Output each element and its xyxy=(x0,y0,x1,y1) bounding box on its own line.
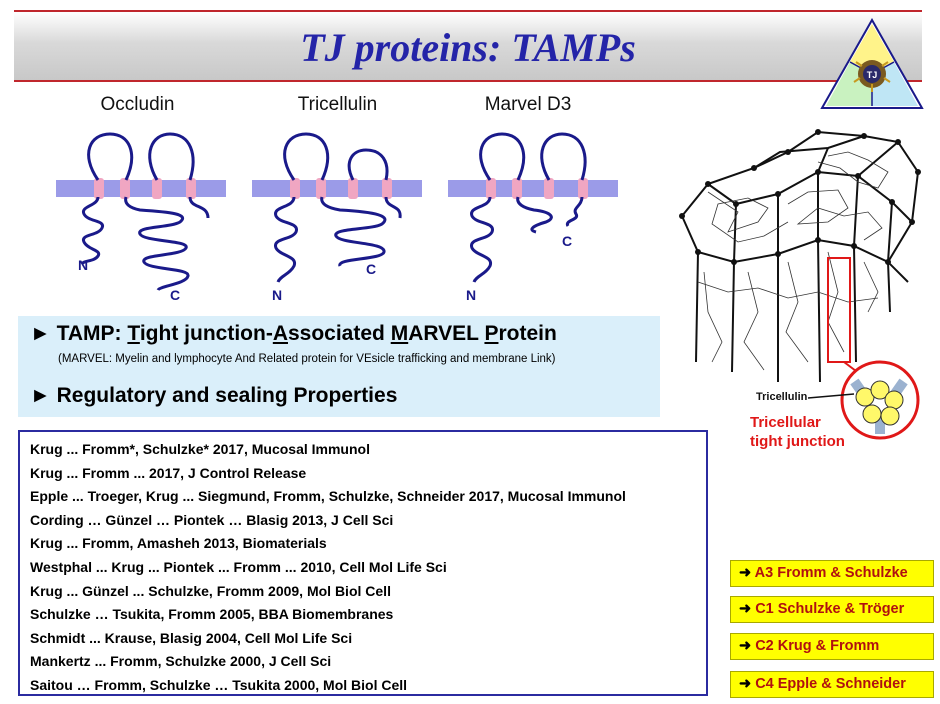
marvel-definition: (MARVEL: Myelin and lymphocyte And Relat… xyxy=(58,353,556,365)
tamp-part-arvel: ARVEL xyxy=(408,322,485,345)
link-c4-label: C4 Epple & Schneider xyxy=(755,676,906,692)
reference-item: Schulzke … Tsukita, Fromm 2005, BBA Biom… xyxy=(30,606,394,623)
link-c1-label: C1 Schulzke & Tröger xyxy=(755,601,905,617)
protein-diagrams: Occludin Tricellulin Marvel D3 N C xyxy=(40,94,640,314)
link-a3-label: A3 Fromm & Schulzke xyxy=(754,565,908,581)
arrow-right-icon: ➜ xyxy=(739,565,752,581)
reference-item: Saitou … Fromm, Schulzke … Tsukita 2000,… xyxy=(30,676,408,693)
arrow-right-icon: ➜ xyxy=(739,676,752,692)
tricellulin-complex xyxy=(850,378,908,434)
membrane-topology: N C N C xyxy=(56,132,618,303)
tricellulin-label: Tricellulin xyxy=(756,391,808,403)
tight-junction-label: tight junction xyxy=(750,433,845,450)
tamp-prefix: ► TAMP: xyxy=(30,322,128,345)
occludin-c-terminus: C xyxy=(170,287,180,303)
arrow-right-icon: ➜ xyxy=(739,638,752,654)
reference-item: Westphal ... Krug ... Piontek ... Fromm … xyxy=(30,558,447,575)
link-c4-button[interactable]: ➜ C4 Epple & Schneider xyxy=(730,671,934,698)
regulatory-properties: ► Regulatory and sealing Properties xyxy=(30,384,398,407)
reference-item: Epple ... Troeger, Krug ... Siegmund, Fr… xyxy=(30,488,626,505)
reference-item: Mankertz ... Fromm, Schulzke 2000, J Cel… xyxy=(30,653,332,670)
tamp-letter-t: T xyxy=(127,322,140,345)
logo-text: TJ xyxy=(867,70,878,80)
marveld3-n-terminus: N xyxy=(466,287,476,303)
tamp-letter-m: M xyxy=(390,322,409,345)
link-a3-button[interactable]: ➜ A3 Fromm & Schulzke xyxy=(730,560,934,587)
link-c2-label: C2 Krug & Fromm xyxy=(755,638,880,654)
reference-item: Krug ... Fromm ... 2017, J Control Relea… xyxy=(30,464,307,481)
tricellulin-diagram: N C xyxy=(252,132,422,303)
marveld3-c-terminus: C xyxy=(562,233,572,249)
tricellular-junction-figure: Tricellulin Tricellular tight junction xyxy=(679,129,921,450)
cell-network xyxy=(697,151,889,371)
tamp-part-ssoc: ssociated xyxy=(287,322,391,345)
tamp-info-box: ► TAMP: Tight junction-Associated MARVEL… xyxy=(18,316,660,417)
arrow-right-icon: ➜ xyxy=(739,601,752,617)
tamp-letter-p: P xyxy=(484,322,499,345)
reference-item: Schmidt ... Krause, Blasig 2004, Cell Mo… xyxy=(30,629,353,646)
protein-label-tricellulin: Tricellulin xyxy=(297,94,378,115)
junction-highlight xyxy=(827,257,851,363)
reference-item: Cording … Günzel … Piontek … Blasig 2013… xyxy=(30,511,394,528)
page-title: TJ proteins: TAMPs xyxy=(300,25,636,70)
tricellulin-c-terminus: C xyxy=(366,261,376,277)
tamp-part-rotein: rotein xyxy=(498,322,557,345)
node-dots xyxy=(679,129,921,265)
protein-label-marveld3: Marvel D3 xyxy=(484,94,572,115)
occludin-diagram: N C xyxy=(56,132,226,303)
references-list: Krug ... Fromm*, Schulzke* 2017, Mucosal… xyxy=(20,432,706,698)
occludin-n-terminus: N xyxy=(78,257,88,273)
link-c2-button[interactable]: ➜ C2 Krug & Fromm xyxy=(730,633,934,660)
tamp-letter-a: A xyxy=(272,322,288,345)
reference-item: Krug ... Günzel ... Schulzke, Fromm 2009… xyxy=(30,582,391,599)
tricellulin-n-terminus: N xyxy=(272,287,282,303)
tj-logo: TJ xyxy=(820,18,924,109)
protein-label-occludin: Occludin xyxy=(100,94,175,115)
title-band: TJ proteins: TAMPs xyxy=(14,10,922,82)
tamp-part-ight: ight junction- xyxy=(139,322,273,345)
reference-item: Krug ... Fromm, Amasheh 2013, Biomateria… xyxy=(30,535,327,552)
marveld3-diagram: N C xyxy=(448,132,618,303)
reference-item: Krug ... Fromm*, Schulzke* 2017, Mucosal… xyxy=(30,441,370,457)
tamp-definition: ► TAMP: Tight junction-Associated MARVEL… xyxy=(30,322,557,346)
tricellular-label: Tricellular xyxy=(750,414,821,431)
cell-mesh xyxy=(681,130,920,383)
references-box: Krug ... Fromm*, Schulzke* 2017, Mucosal… xyxy=(18,430,708,696)
link-c1-button[interactable]: ➜ C1 Schulzke & Tröger xyxy=(730,596,934,623)
